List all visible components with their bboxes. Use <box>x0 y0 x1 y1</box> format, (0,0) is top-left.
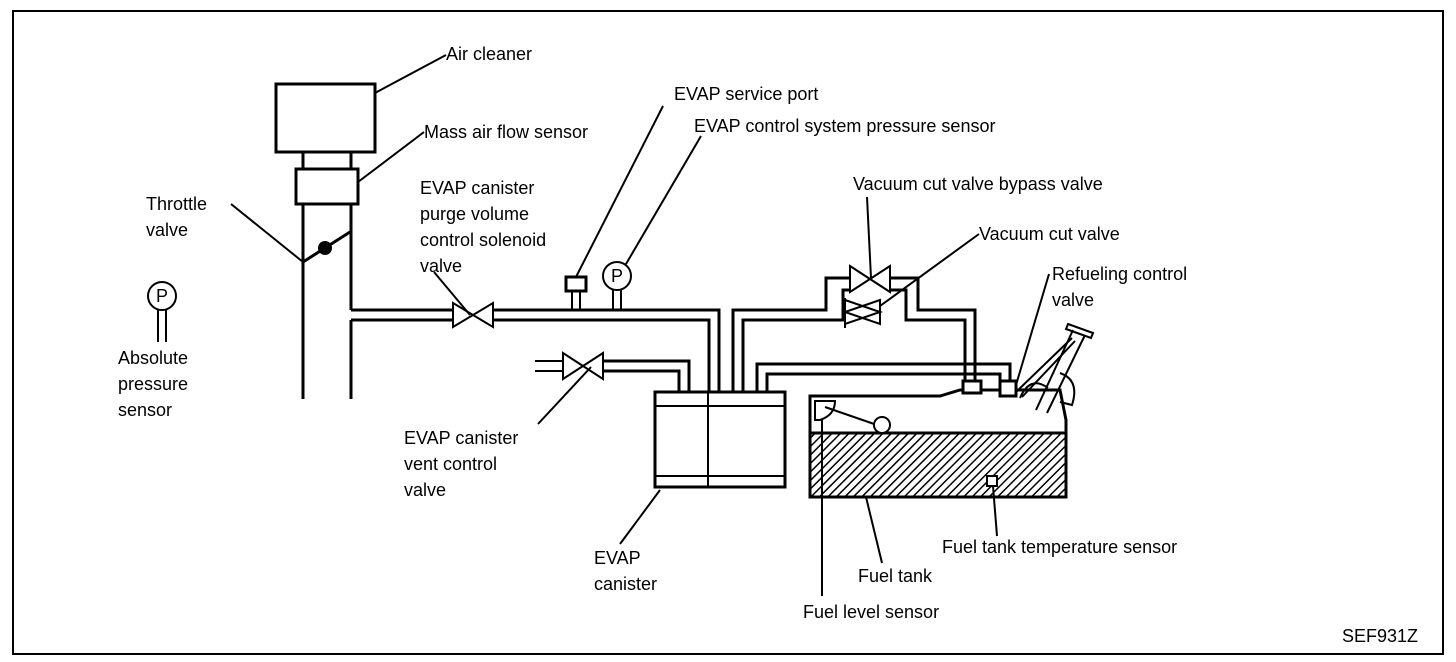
leader-lines <box>230 54 1050 596</box>
purge-valve-symbol <box>452 301 494 329</box>
bypass-valve-symbol <box>849 264 891 294</box>
label-vent-valve: EVAP canister <box>404 428 518 448</box>
service-port <box>564 275 588 293</box>
refueling-control-valve <box>998 379 1018 398</box>
svg-text:purge volume: purge volume <box>420 204 529 224</box>
label-canister: EVAP <box>594 548 641 568</box>
figure-code: SEF931Z <box>1342 626 1418 646</box>
fuel-level-hatch <box>808 431 1068 499</box>
vacuum-cut-port <box>961 379 983 395</box>
evap-pressure-sensor <box>602 261 632 291</box>
vent-valve-symbol <box>562 351 604 381</box>
fuel-level-sensor-housing <box>814 400 837 421</box>
svg-text:valve: valve <box>420 256 462 276</box>
fuel-temp-sensor <box>986 475 998 487</box>
label-fuel-temp-sensor: Fuel tank temperature sensor <box>942 537 1177 557</box>
label-mass-air-flow-sensor: Mass air flow sensor <box>424 122 588 142</box>
label-refueling-valve: Refueling control <box>1052 264 1187 284</box>
intake-assembly <box>274 82 377 399</box>
label-pressure-sensor: EVAP control system pressure sensor <box>694 116 995 136</box>
purge-line: P <box>351 261 721 392</box>
label-vacuum-cut-valve: Vacuum cut valve <box>979 224 1120 244</box>
fuel-tank <box>808 322 1095 499</box>
svg-text:sensor: sensor <box>118 400 172 420</box>
label-absolute-pressure-sensor: Absolute <box>118 348 188 368</box>
svg-text:canister: canister <box>594 574 657 594</box>
absolute-pressure-sensor: P <box>147 281 177 342</box>
svg-text:valve: valve <box>1052 290 1094 310</box>
svg-text:vent control: vent control <box>404 454 497 474</box>
svg-text:control solenoid: control solenoid <box>420 230 546 250</box>
label-purge-valve: EVAP canister <box>420 178 534 198</box>
throttle-pivot <box>318 241 332 255</box>
label-fuel-level-sensor: Fuel level sensor <box>803 602 939 622</box>
svg-text:valve: valve <box>404 480 446 500</box>
label-fuel-tank: Fuel tank <box>858 566 933 586</box>
vacuum-cut-valve-symbol <box>844 298 884 326</box>
fuel-float <box>873 416 891 434</box>
tank-lines <box>731 264 1012 392</box>
mass-air-flow-sensor <box>294 167 360 206</box>
label-service-port: EVAP service port <box>674 84 818 104</box>
vent-line <box>535 351 691 392</box>
evap-canister <box>653 390 787 489</box>
diagram-frame <box>12 10 1444 655</box>
svg-text:pressure: pressure <box>118 374 188 394</box>
label-throttle-valve: Throttle <box>146 194 207 214</box>
air-cleaner <box>274 82 377 154</box>
pressure-symbol: P <box>156 286 168 306</box>
label-air-cleaner: Air cleaner <box>446 44 532 64</box>
svg-text:valve: valve <box>146 220 188 240</box>
filler-neck <box>1015 322 1095 414</box>
svg-text:P: P <box>611 266 623 286</box>
label-bypass-valve: Vacuum cut valve bypass valve <box>853 174 1103 194</box>
